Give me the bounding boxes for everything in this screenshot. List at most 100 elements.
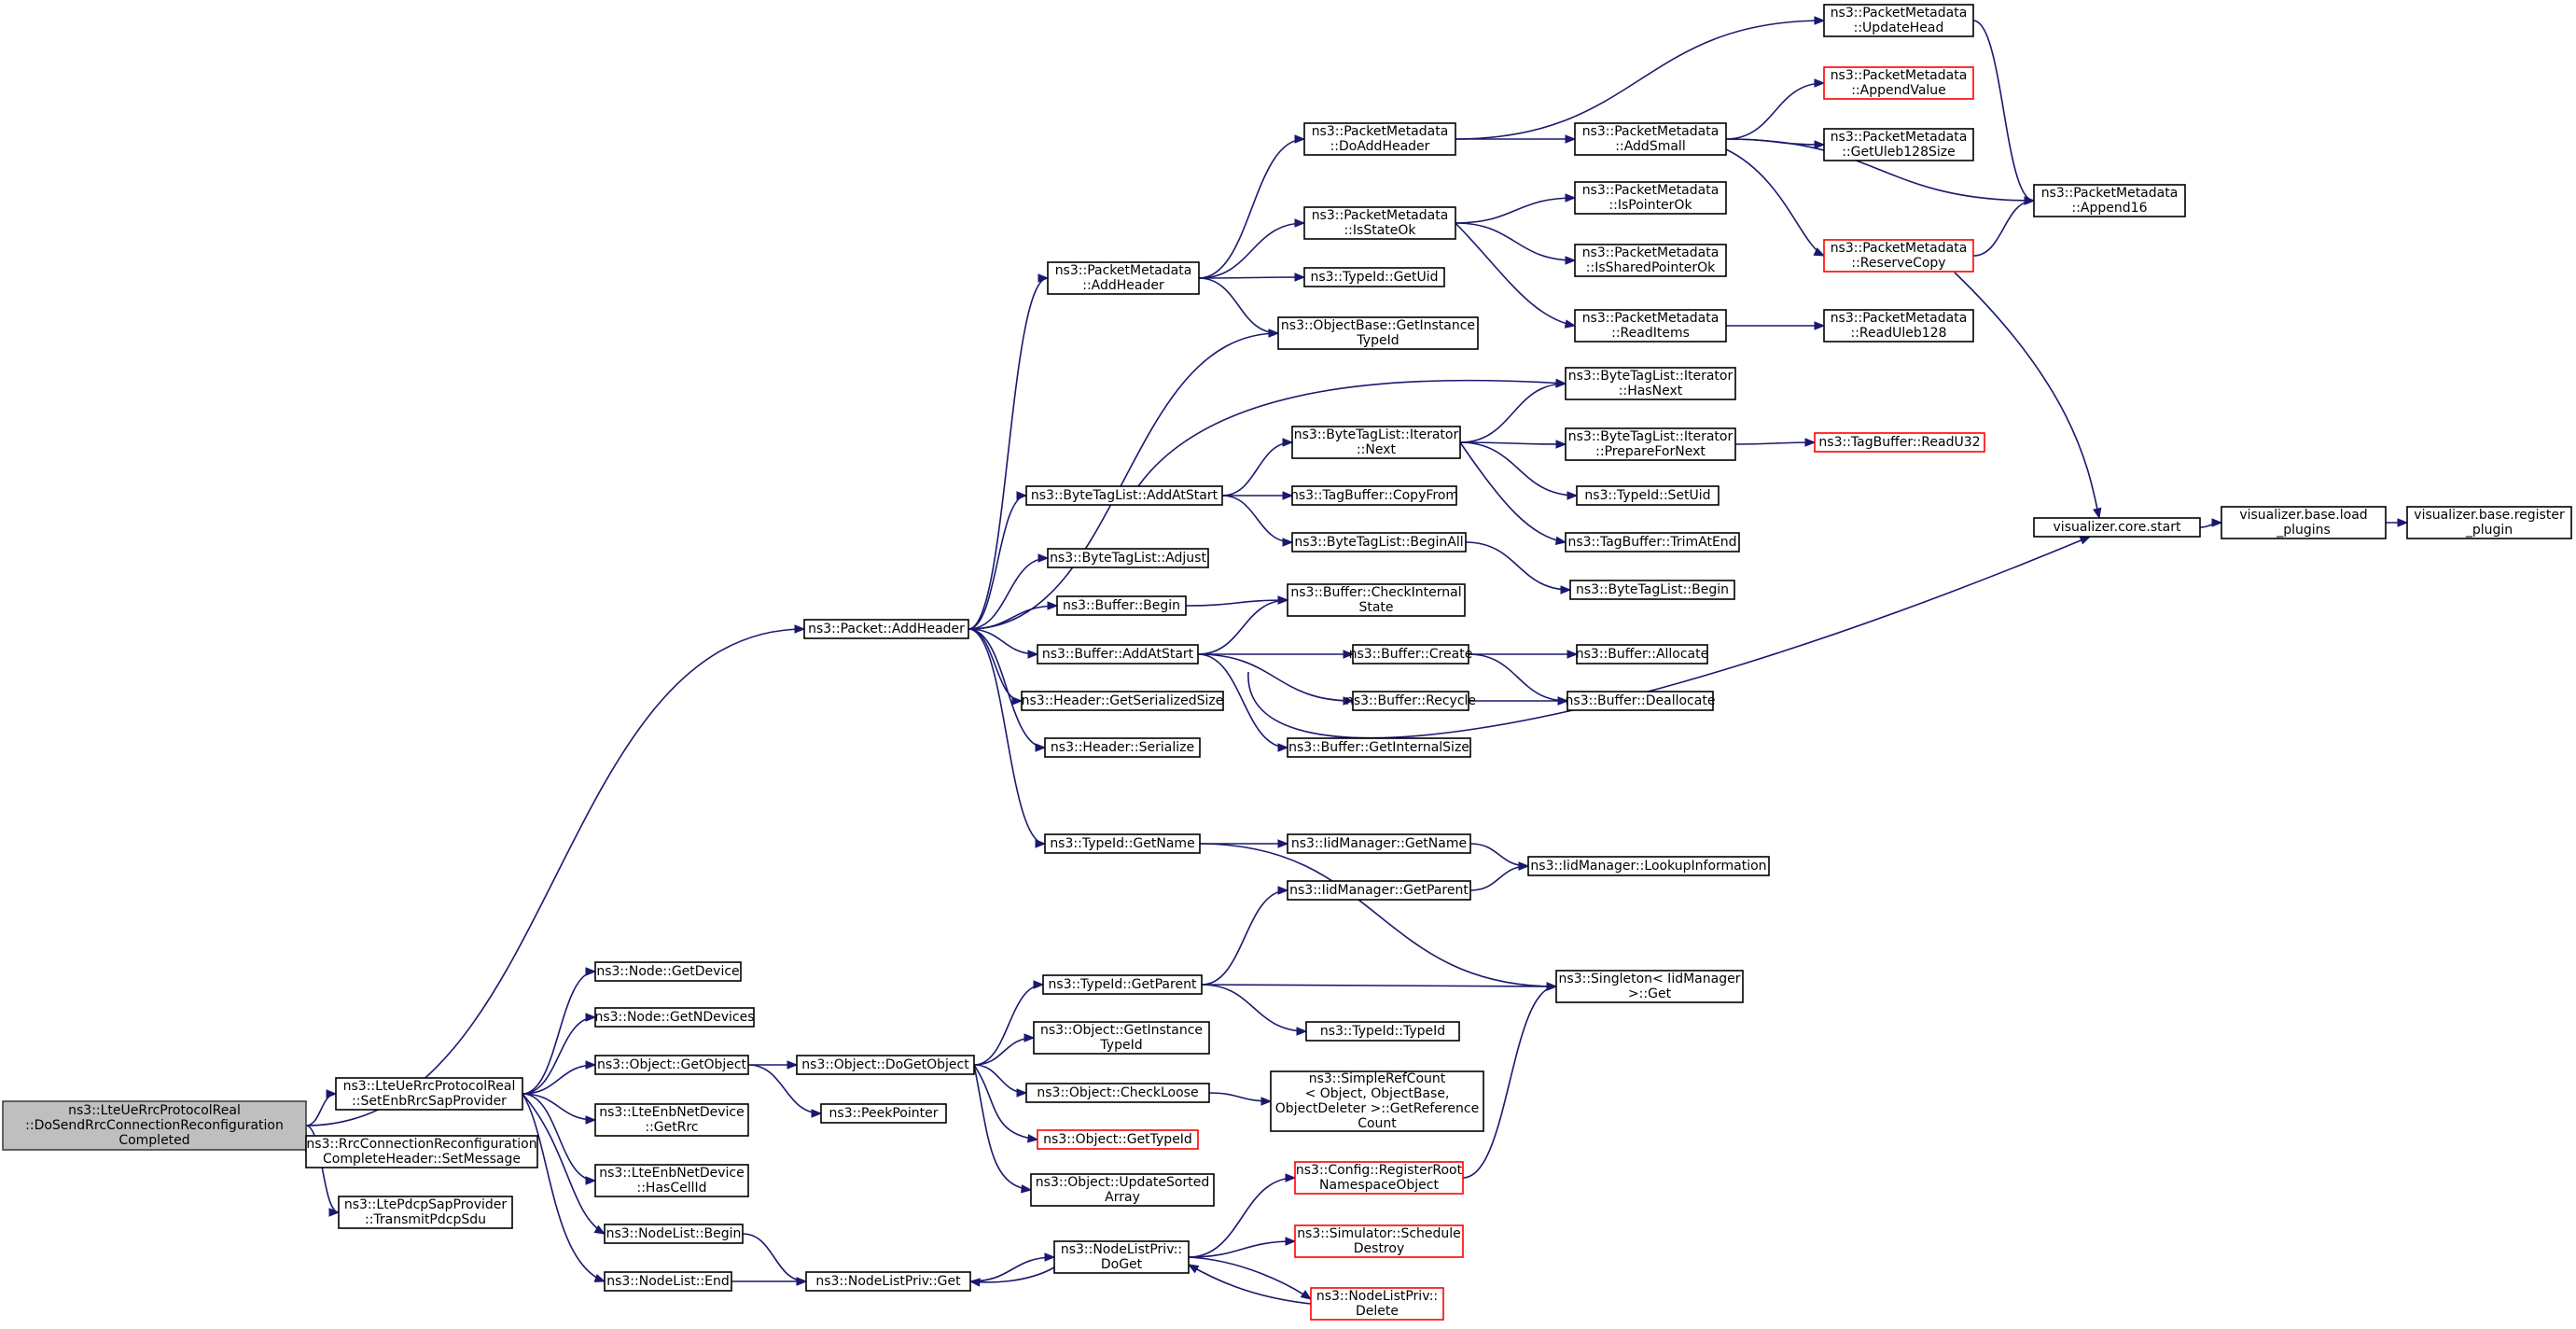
edge-pmAddSmall-to-pmReserveCopy xyxy=(1725,148,1826,257)
node-box xyxy=(1574,181,1727,215)
node-iidGetParent[interactable]: ns3::IidManager::GetParent xyxy=(1287,880,1471,901)
node-nlpDelete[interactable]: ns3::NodeListPriv::Delete xyxy=(1310,1287,1444,1321)
node-pmReserveCopy[interactable]: ns3::PacketMetadata::ReserveCopy xyxy=(1823,239,1974,273)
node-pdcpTx[interactable]: ns3::LtePdcpSapProvider::TransmitPdcpSdu xyxy=(338,1196,513,1229)
node-label: ns3::Buffer::Begin xyxy=(1063,598,1180,613)
node-pmUpdateHead[interactable]: ns3::PacketMetadata::UpdateHead xyxy=(1823,4,1974,37)
edge-line xyxy=(305,628,805,1126)
node-box xyxy=(1037,644,1199,664)
node-btlBegin[interactable]: ns3::ByteTagList::Begin xyxy=(1569,580,1735,600)
node-vizRegister[interactable]: visualizer.base.register_plugin xyxy=(2406,506,2572,539)
node-peekPointer[interactable]: ns3::PeekPointer xyxy=(820,1103,947,1124)
edge-pmIsStateOk-to-pmReadItems xyxy=(1455,222,1577,329)
node-pmAppend16[interactable]: ns3::PacketMetadata::Append16 xyxy=(2033,184,2186,217)
node-btlBeginAll[interactable]: ns3::ByteTagList::BeginAll xyxy=(1291,532,1467,553)
arrowhead-icon xyxy=(1814,321,1826,330)
node-lteHasCellId[interactable]: ns3::LteEnbNetDevice::HasCellId xyxy=(594,1164,749,1197)
node-hdrGetSerSize[interactable]: ns3::Header::GetSerializedSize xyxy=(1021,691,1224,711)
node-tbTrimAtEnd[interactable]: ns3::TagBuffer::TrimAtEnd xyxy=(1565,532,1740,553)
node-box xyxy=(1565,427,1736,461)
node-pmIsStateOk[interactable]: ns3::PacketMetadata::IsStateOk xyxy=(1303,206,1456,240)
node-bufBegin[interactable]: ns3::Buffer::Begin xyxy=(1056,595,1187,616)
node-tidGetUid[interactable]: ns3::TypeId::GetUid xyxy=(1303,267,1445,287)
node-label: DoGet xyxy=(1101,1257,1143,1272)
node-bufRecycle[interactable]: ns3::Buffer::Recycle xyxy=(1345,691,1476,711)
node-bufDealloc[interactable]: ns3::Buffer::Deallocate xyxy=(1566,691,1716,711)
node-label: ns3::PeekPointer xyxy=(829,1106,939,1121)
arrowhead-icon xyxy=(1037,553,1050,563)
node-pmAddSmall[interactable]: ns3::PacketMetadata::AddSmall xyxy=(1574,122,1727,156)
node-btliHasNext[interactable]: ns3::ByteTagList::Iterator::HasNext xyxy=(1565,367,1736,400)
edge-bufAddAtStart-to-bufRecycle xyxy=(1197,653,1355,706)
node-pmDoAddHeader[interactable]: ns3::PacketMetadata::DoAddHeader xyxy=(1303,122,1456,156)
node-nlpGet[interactable]: ns3::NodeListPriv::Get xyxy=(805,1271,971,1292)
node-hdrSerialize[interactable]: ns3::Header::Serialize xyxy=(1044,737,1201,758)
node-nodeGetDevice[interactable]: ns3::Node::GetDevice xyxy=(594,961,742,982)
node-tbCopyFrom[interactable]: ns3::TagBuffer::CopyFrom xyxy=(1290,485,1458,506)
node-tidGetName[interactable]: ns3::TypeId::GetName xyxy=(1044,833,1201,854)
node-label: ObjectDeleter >::GetReference xyxy=(1275,1101,1479,1116)
node-nlpDoGet[interactable]: ns3::NodeListPriv::DoGet xyxy=(1053,1240,1190,1274)
node-nlEnd[interactable]: ns3::NodeList::End xyxy=(604,1271,732,1292)
node-objGetObject[interactable]: ns3::Object::GetObject xyxy=(594,1055,749,1075)
node-label: ns3::ByteTagList::Iterator xyxy=(1568,369,1734,384)
node-pktAddHeader[interactable]: ns3::Packet::AddHeader xyxy=(803,619,969,639)
node-pmIsShPtrOk[interactable]: ns3::PacketMetadata::IsSharedPointerOk xyxy=(1574,244,1727,277)
arrowhead-icon xyxy=(1555,379,1567,388)
node-label: ::GetUleb128Size xyxy=(1842,145,1955,160)
node-pmAppendValue[interactable]: ns3::PacketMetadata::AppendValue xyxy=(1823,66,1974,100)
edge-pktAddHeader-to-bufAddAtStart xyxy=(968,628,1039,659)
node-nodeGetNDevices[interactable]: ns3::Node::GetNDevices xyxy=(594,1007,755,1028)
edge-line xyxy=(1725,82,1825,140)
node-box xyxy=(1287,737,1471,758)
arrowhead-icon xyxy=(1555,440,1567,449)
node-pmReadItems[interactable]: ns3::PacketMetadata::ReadItems xyxy=(1574,309,1727,343)
node-box xyxy=(1294,1224,1464,1258)
node-bufAllocate[interactable]: ns3::Buffer::Allocate xyxy=(1576,644,1709,664)
arrowhead-icon xyxy=(1294,134,1306,144)
node-btliNext[interactable]: ns3::ByteTagList::Iterator::Next xyxy=(1291,426,1461,459)
node-vizStart[interactable]: visualizer.core.start xyxy=(2033,517,2201,538)
node-btlAdjust[interactable]: ns3::ByteTagList::Adjust xyxy=(1047,548,1209,568)
node-rrcSetMsg[interactable]: ns3::RrcConnectionReconfigurationComplet… xyxy=(305,1135,538,1168)
node-pmReadUleb[interactable]: ns3::PacketMetadata::ReadUleb128 xyxy=(1823,309,1974,343)
node-pmGetUleb[interactable]: ns3::PacketMetadata::GetUleb128Size xyxy=(1823,128,1974,161)
node-setEnb[interactable]: ns3::LteUeRrcProtocolReal::SetEnbRrcSapP… xyxy=(335,1077,523,1111)
node-tbReadU32[interactable]: ns3::TagBuffer::ReadU32 xyxy=(1814,432,1985,453)
node-iidGetName[interactable]: ns3::IidManager::GetName xyxy=(1287,833,1471,854)
node-objDoGetObject[interactable]: ns3::Object::DoGetObject xyxy=(796,1055,975,1075)
node-tidGetParent[interactable]: ns3::TypeId::GetParent xyxy=(1042,974,1203,995)
edge-objDoGetObject-to-objGetTypeId xyxy=(973,1064,1039,1143)
node-nlBegin[interactable]: ns3::NodeList::Begin xyxy=(604,1224,744,1244)
node-label: ns3::PacketMetadata xyxy=(2041,186,2179,201)
node-bufGetIntSize[interactable]: ns3::Buffer::GetInternalSize xyxy=(1287,737,1471,758)
node-label: ns3::TagBuffer::ReadU32 xyxy=(1818,435,1980,450)
node-pmAddHeader[interactable]: ns3::PacketMetadata::AddHeader xyxy=(1047,261,1200,295)
node-objGetTypeId[interactable]: ns3::Object::GetTypeId xyxy=(1037,1129,1199,1150)
node-lteGetRrc[interactable]: ns3::LteEnbNetDevice::GetRrc xyxy=(594,1103,749,1137)
node-objCheckLoose[interactable]: ns3::Object::CheckLoose xyxy=(1025,1083,1210,1103)
node-btlAddAtStart[interactable]: ns3::ByteTagList::AddAtStart xyxy=(1025,485,1223,506)
node-iidLookup[interactable]: ns3::IidManager::LookupInformation xyxy=(1527,856,1770,876)
node-box xyxy=(1565,367,1736,400)
node-tidTypeId[interactable]: ns3::TypeId::TypeId xyxy=(1305,1021,1460,1042)
node-bufCreate[interactable]: ns3::Buffer::Create xyxy=(1349,644,1473,664)
node-label: ::IsPointerOk xyxy=(1608,198,1692,213)
node-simpleRef[interactable]: ns3::SimpleRefCount< Object, ObjectBase,… xyxy=(1270,1070,1484,1132)
node-vizLoad[interactable]: visualizer.base.load_plugins xyxy=(2221,506,2387,539)
node-label: ns3::ByteTagList::Iterator xyxy=(1294,427,1459,442)
node-box xyxy=(1303,267,1445,287)
edge-line xyxy=(1465,541,1571,591)
node-bufAddAtStart[interactable]: ns3::Buffer::AddAtStart xyxy=(1037,644,1199,664)
node-label: TypeId xyxy=(1099,1038,1142,1053)
node-pmIsPtrOk[interactable]: ns3::PacketMetadata::IsPointerOk xyxy=(1574,181,1727,215)
node-btliPrepNext[interactable]: ns3::ByteTagList::Iterator::PrepareForNe… xyxy=(1565,427,1736,461)
node-tidSetUid[interactable]: ns3::TypeId::SetUid xyxy=(1576,485,1720,506)
node-singletonGet[interactable]: ns3::Singleton< IidManager>::Get xyxy=(1555,970,1744,1003)
